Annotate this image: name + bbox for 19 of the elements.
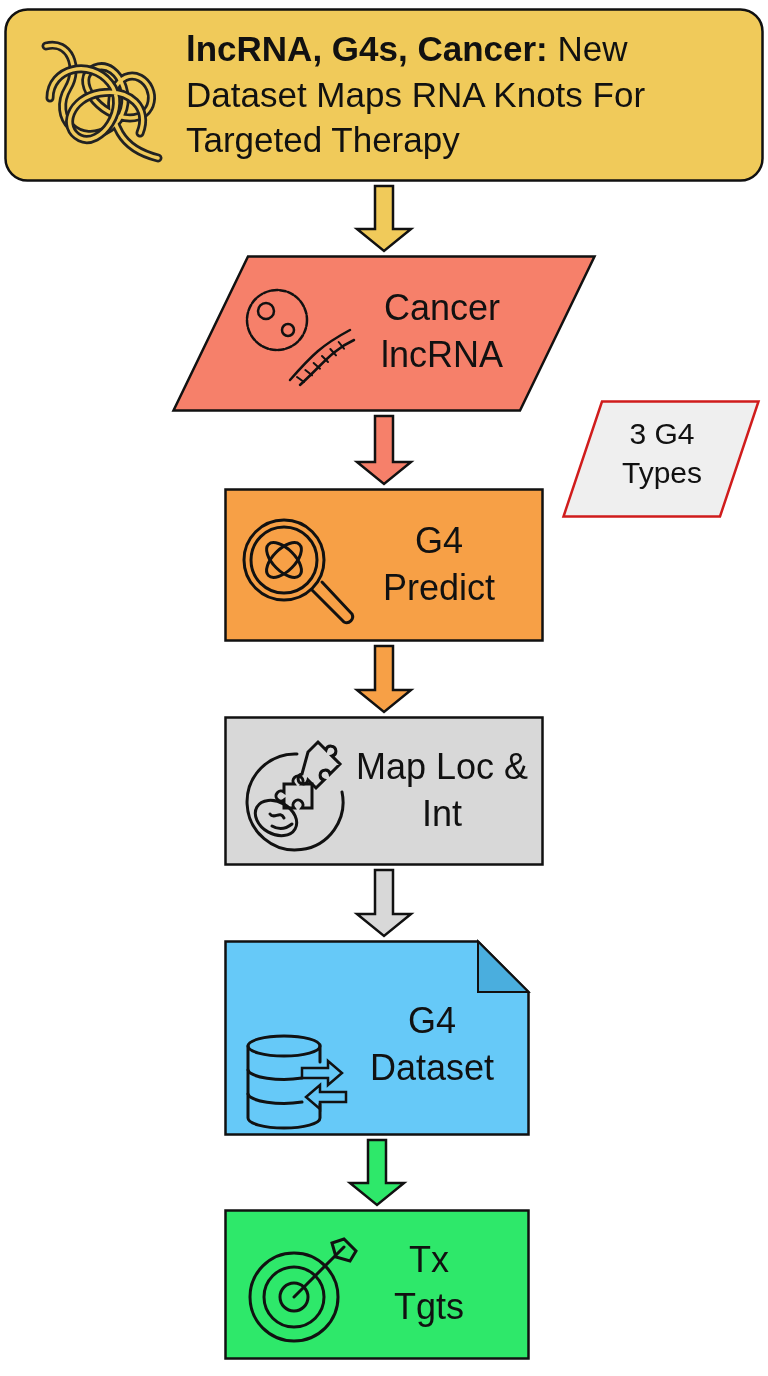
input-parallelogram [172, 255, 596, 412]
note-parallelogram [562, 400, 760, 518]
block-arrow [353, 414, 415, 486]
node-label: 3 G4 Types [620, 416, 703, 491]
node-label: Tx Tgts [393, 1238, 465, 1329]
title-text: lncRNA, G4s, Cancer: New Dataset Maps RNA Knots For Targeted Therapy [186, 28, 647, 161]
node-label: G4 Predict [381, 519, 496, 610]
block-arrow [353, 184, 415, 253]
process-box [224, 1209, 530, 1360]
node-label: G4 Dataset [368, 999, 496, 1090]
block-arrow [346, 1138, 408, 1207]
document-shape [224, 940, 530, 1136]
block-arrow [353, 868, 415, 938]
block-arrow [353, 644, 415, 714]
title-box [4, 8, 764, 182]
process-box [224, 488, 544, 642]
node-label: Cancer lncRNA [380, 286, 504, 377]
node-label: Map Loc & Int [354, 745, 530, 836]
process-box [224, 716, 544, 866]
